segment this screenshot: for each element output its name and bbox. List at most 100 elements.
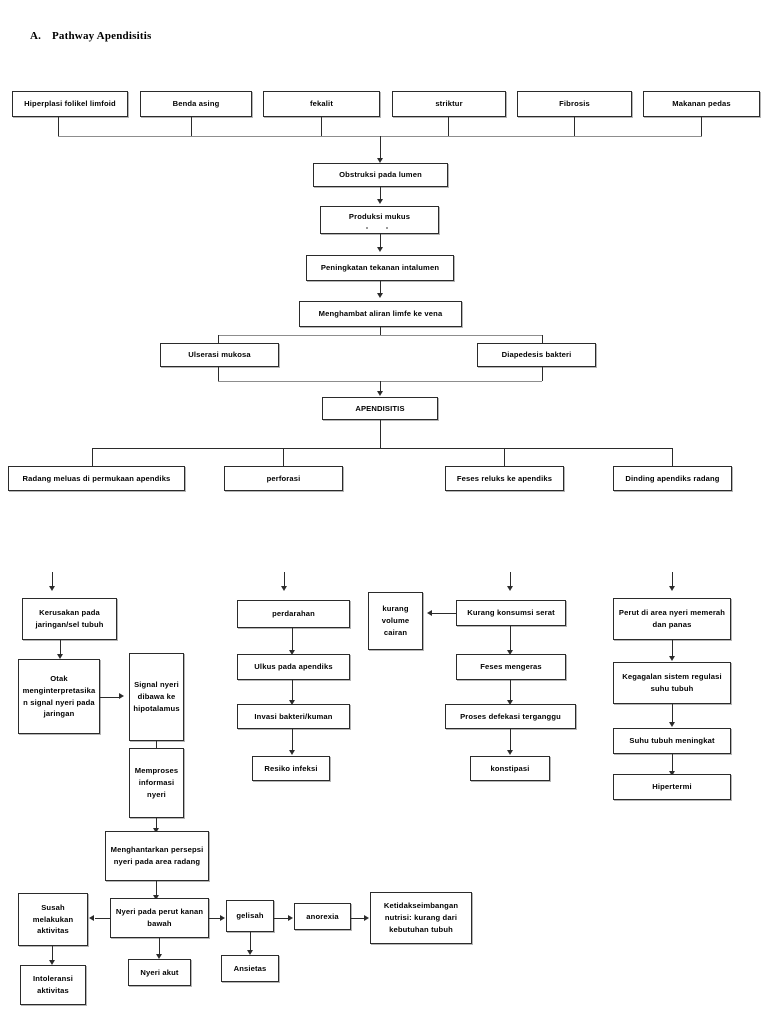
connector-gelisah-to-anorexia [274, 918, 288, 919]
node-kurang-volume-cairan[interactable]: kurang volume cairan [368, 592, 423, 650]
arrow-to-obstruksi [377, 158, 383, 163]
arrow-to-feses-mengeras [507, 650, 513, 655]
arrow-entry-fever [669, 586, 675, 591]
node-ketidakseimbangan[interactable]: Ketidakseimbangan nutrisi: kurang dari k… [370, 892, 472, 944]
connector-menghambat-drop [380, 327, 381, 335]
node-gelisah[interactable]: gelisah [226, 900, 274, 932]
node-label: Kegagalan sistem regulasi suhu tubuh [622, 672, 722, 693]
node-label: Susah melakukan aktivitas [32, 902, 74, 936]
node-nyeri-akut[interactable]: Nyeri akut [128, 959, 191, 986]
arrow-to-intoleransi [49, 960, 55, 965]
node-label: fekalit [310, 99, 333, 109]
node-anorexia[interactable]: anorexia [294, 903, 351, 930]
node-label: Menghantarkan persepsi nyeri pada area r… [110, 845, 204, 866]
node-apendisitis[interactable]: APENDISITIS [322, 397, 438, 420]
arrow-to-hipertermi [669, 771, 675, 776]
arrow-to-apendisitis [377, 391, 383, 396]
node-diapedesis-bakteri[interactable]: Diapedesis bakteri [477, 343, 596, 367]
connector-outcomes-bus [92, 448, 672, 449]
arrow-to-gelisah [220, 915, 225, 921]
node-feses-reluks[interactable]: Feses reluks ke apendiks [445, 466, 564, 491]
node-striktur[interactable]: striktur [392, 91, 506, 117]
node-label: Invasi bakteri/kuman [254, 711, 333, 721]
arrow-to-nyeri-perut [153, 895, 159, 900]
node-label: konstipasi [490, 763, 530, 773]
connector-suhu-hipertermi [672, 754, 673, 773]
node-label: Feses mengeras [480, 662, 542, 672]
connector-entry-pain [52, 572, 53, 588]
arrow-to-susah-aktivitas [89, 915, 94, 921]
decoration-dot-left [366, 227, 368, 229]
node-label: Benda asing [172, 99, 220, 109]
connector-split-left [218, 335, 219, 343]
node-kegagalan-regulasi[interactable]: Kegagalan sistem regulasi suhu tubuh [613, 662, 731, 704]
node-signal-hipotalamus[interactable]: Signal nyeri dibawa ke hipotalamus [129, 653, 184, 741]
node-nyeri-perut[interactable]: Nyeri pada perut kanan bawah [110, 898, 209, 938]
node-label: gelisah [236, 911, 264, 921]
node-label: Otak menginterpretasikan signal nyeri pa… [22, 673, 96, 719]
node-label: Peningkatan tekanan intalumen [320, 263, 440, 273]
node-benda-asing[interactable]: Benda asing [140, 91, 252, 117]
connector-nyeri-to-gelisah [209, 918, 221, 919]
node-memproses-informasi[interactable]: Memproses informasi nyeri [129, 748, 184, 818]
page-title-text: Pathway Apendisitis [52, 30, 152, 42]
node-label: striktur [435, 99, 463, 109]
node-perut-memerah[interactable]: Perut di area nyeri memerah dan panas [613, 598, 731, 640]
node-dinding-radang[interactable]: Dinding apendiks radang [613, 466, 732, 491]
node-perdarahan[interactable]: perdarahan [237, 600, 350, 628]
arrow-to-anorexia [288, 915, 293, 921]
node-label: Nyeri akut [140, 967, 179, 977]
node-kurang-serat[interactable]: Kurang konsumsi serat [456, 600, 566, 626]
node-suhu-meningkat[interactable]: Suhu tubuh meningkat [613, 728, 731, 754]
node-label: Resiko infeksi [264, 763, 318, 773]
connector-feses-defekasi [510, 680, 511, 702]
node-radang-meluas[interactable]: Radang meluas di permukaan apendiks [8, 466, 185, 491]
node-hipertermi[interactable]: Hipertermi [613, 774, 731, 800]
node-label: Feses reluks ke apendiks [456, 473, 553, 483]
node-invasi-bakteri[interactable]: Invasi bakteri/kuman [237, 704, 350, 729]
connector-peningkatan-menghambat [380, 281, 381, 295]
node-fekalit[interactable]: fekalit [263, 91, 380, 117]
node-otak-interpretasi[interactable]: Otak menginterpretasikan signal nyeri pa… [18, 659, 100, 734]
connector-obstruksi-produksi [380, 187, 381, 201]
connector-produksi-peningkatan [380, 234, 381, 248]
node-label: APENDISITIS [355, 403, 405, 413]
node-obstruksi[interactable]: Obstruksi pada lumen [313, 163, 448, 187]
arrow-entry-constipation [507, 586, 513, 591]
node-peningkatan-tekanan[interactable]: Peningkatan tekanan intalumen [306, 255, 454, 281]
node-intoleransi[interactable]: Intoleransi aktivitas [20, 965, 86, 1005]
node-ansietas[interactable]: Ansietas [221, 955, 279, 982]
node-label: anorexia [306, 911, 339, 921]
node-feses-mengeras[interactable]: Feses mengeras [456, 654, 566, 680]
node-konstipasi[interactable]: konstipasi [470, 756, 550, 781]
node-menghantarkan-persepsi[interactable]: Menghantarkan persepsi nyeri pada area r… [105, 831, 209, 881]
connector-ulserasi-down [218, 367, 219, 381]
node-defekasi-terganggu[interactable]: Proses defekasi terganggu [445, 704, 576, 729]
arrow-to-menghambat-limfe [377, 293, 383, 298]
node-perforasi[interactable]: perforasi [224, 466, 343, 491]
arrow-entry-pain [49, 586, 55, 591]
node-label: Radang meluas di permukaan apendiks [22, 473, 171, 483]
node-label: Suhu tubuh meningkat [629, 736, 715, 746]
node-produksi-mukus[interactable]: Produksi mukus [320, 206, 439, 234]
node-menghambat-limfe[interactable]: Menghambat aliran limfe ke vena [299, 301, 462, 327]
connector-susah-intoleransi [52, 946, 53, 962]
node-label: Kerusakan pada jaringan/sel tubuh [35, 608, 104, 629]
node-label: Ulserasi mukosa [188, 350, 251, 360]
node-fibrosis[interactable]: Fibrosis [517, 91, 632, 117]
node-ulkus[interactable]: Ulkus pada apendiks [237, 654, 350, 680]
page-title-letter: A. [30, 30, 42, 42]
node-hiperplasi[interactable]: Hiperplasi folikel limfoid [12, 91, 128, 117]
connector-serat-to-cairan [432, 613, 457, 614]
node-label: perdarahan [272, 609, 315, 619]
arrow-to-invasi-bakteri [289, 700, 295, 705]
page-title: A. Pathway Apendisitis [30, 30, 151, 42]
connector-perut-kegagalan [672, 640, 673, 658]
node-ulserasi-mukosa[interactable]: Ulserasi mukosa [160, 343, 279, 367]
node-label: Obstruksi pada lumen [339, 170, 422, 180]
node-kerusakan-jaringan[interactable]: Kerusakan pada jaringan/sel tubuh [22, 598, 117, 640]
node-susah-aktivitas[interactable]: Susah melakukan aktivitas [18, 893, 88, 946]
node-resiko-infeksi[interactable]: Resiko infeksi [252, 756, 330, 781]
connector-nyeri-to-susah [95, 918, 110, 919]
node-makanan-pedas[interactable]: Makanan pedas [643, 91, 760, 117]
